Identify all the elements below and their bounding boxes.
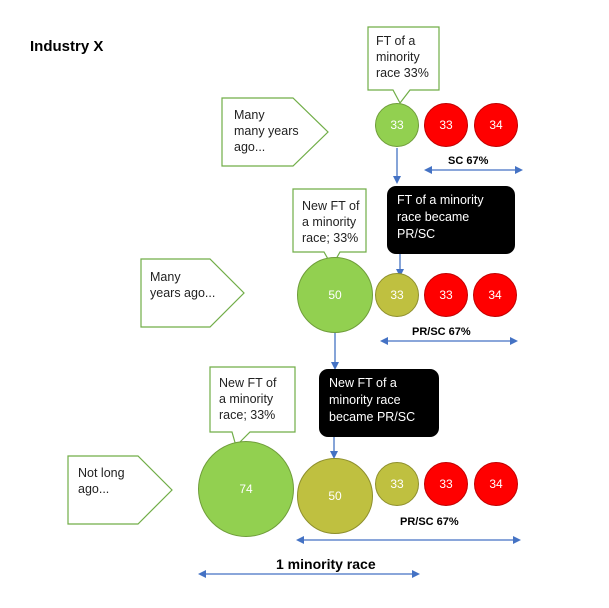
- callout-1-line-2: minority: [376, 50, 420, 64]
- circle-row2-1: 50: [297, 257, 373, 333]
- circle-row3-4: 33: [424, 462, 468, 506]
- callout-3-line-3: race; 33%: [219, 408, 276, 422]
- page-title: Industry X: [30, 38, 104, 55]
- status-box-2-line-2: minority race: [329, 393, 401, 407]
- circle-row2-2: 33: [375, 273, 419, 317]
- era-label-1-line-1: Many: [234, 108, 265, 122]
- era-label-1: Many many years ago...: [234, 107, 299, 155]
- circle-row1-3: 34: [474, 103, 518, 147]
- era-label-3: Not long ago...: [78, 465, 125, 497]
- callout-3-line-1: New FT of: [219, 376, 277, 390]
- circle-row2-3: 33: [424, 273, 468, 317]
- callout-1-line-3: race 33%: [376, 66, 429, 80]
- callout-2-line-3: race; 33%: [302, 231, 359, 245]
- status-box-2-line-1: New FT of a: [329, 376, 397, 390]
- bracket-label-3: PR/SC 67%: [400, 516, 459, 528]
- bracket-label-2: PR/SC 67%: [412, 326, 471, 338]
- circle-row3-5: 34: [474, 462, 518, 506]
- era-label-2: Many years ago...: [150, 269, 215, 301]
- circle-row3-2: 50: [297, 458, 373, 534]
- circle-row1-1: 33: [375, 103, 419, 147]
- circle-row3-3: 33: [375, 462, 419, 506]
- status-box-1-line-2: race became: [397, 210, 470, 224]
- circle-row1-2: 33: [424, 103, 468, 147]
- status-box-2-line-3: became PR/SC: [329, 410, 416, 424]
- callout-1: FT of a minority race 33%: [376, 33, 429, 81]
- callout-shape-3: [209, 366, 296, 448]
- callout-2: New FT of a minority race; 33%: [302, 198, 359, 246]
- callout-1-line-1: FT of a: [376, 34, 416, 48]
- era-label-3-line-2: ago...: [78, 482, 110, 496]
- era-label-3-line-1: Not long: [78, 466, 125, 480]
- era-label-1-line-3: ago...: [234, 140, 266, 154]
- era-label-2-line-2: years ago...: [150, 286, 216, 300]
- status-box-1: FT of a minority race became PR/SC: [387, 186, 515, 254]
- circle-row3-1: 74: [198, 441, 294, 537]
- era-arrow-shape-3: [67, 455, 173, 525]
- status-box-1-line-3: PR/SC: [397, 227, 436, 241]
- callout-2-line-2: a minority: [302, 215, 357, 229]
- bottom-label: 1 minority race: [276, 556, 376, 572]
- callout-shape-1: [367, 26, 440, 105]
- era-arrow-shape-1: [221, 97, 329, 167]
- bracket-label-1: SC 67%: [448, 155, 489, 167]
- callout-2-line-1: New FT of: [302, 199, 360, 213]
- circle-row2-4: 34: [473, 273, 517, 317]
- status-box-1-line-1: FT of a minority: [397, 193, 484, 207]
- era-arrow-shape-2: [140, 258, 245, 328]
- callout-3: New FT of a minority race; 33%: [219, 375, 276, 423]
- status-box-2: New FT of a minority race became PR/SC: [319, 369, 439, 437]
- era-label-2-line-1: Many: [150, 270, 181, 284]
- era-label-1-line-2: many years: [234, 124, 299, 138]
- callout-3-line-2: a minority: [219, 392, 274, 406]
